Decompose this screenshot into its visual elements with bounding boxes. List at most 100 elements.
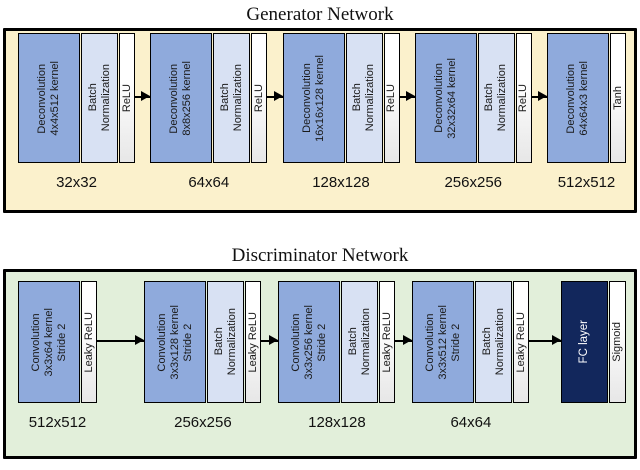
layer-label: Stride 2 bbox=[315, 323, 328, 361]
layer-label: Leaky ReLU bbox=[380, 311, 393, 373]
resolution-label: 128x128 bbox=[308, 414, 366, 431]
flow-arrow-icon bbox=[529, 335, 561, 346]
generator-title: Generator Network bbox=[246, 4, 394, 25]
flow-arrow-icon bbox=[399, 91, 416, 102]
layer-label: Convolution bbox=[289, 312, 302, 372]
leaky-relu-layer: Leaky ReLU bbox=[513, 281, 530, 403]
layer-label: Convolution bbox=[155, 312, 168, 372]
layer-label: Batch bbox=[212, 327, 225, 357]
layer-label: 8x8x256 kernel bbox=[181, 60, 194, 136]
leaky-relu-layer: Leaky ReLU bbox=[245, 281, 262, 403]
layer-label: Batch bbox=[351, 83, 363, 113]
layer-label: 16x16x128 kernel bbox=[313, 54, 326, 142]
layer-label: 64x64x3 kernel bbox=[578, 60, 590, 136]
layer-label: ReLU bbox=[385, 83, 397, 113]
layer-label: Normalization bbox=[493, 308, 506, 376]
resolution-label: 256x256 bbox=[174, 414, 232, 431]
discriminator-title: Discriminator Network bbox=[231, 245, 409, 266]
layer-label: Normalization bbox=[364, 64, 376, 132]
tanh-layer: Tanh bbox=[610, 33, 626, 163]
layer-label: 32x32x64 kernel bbox=[445, 57, 458, 139]
layer-label: 4x4x512 kernel bbox=[49, 60, 61, 136]
layer-label: Normalization bbox=[99, 64, 112, 132]
relu-layer: ReLU bbox=[119, 33, 135, 163]
layer-label: 3x3x64 kernel bbox=[42, 307, 55, 377]
resolution-label: 128x128 bbox=[312, 174, 370, 191]
flow-arrow-icon bbox=[531, 91, 548, 102]
layer-label: Stride 2 bbox=[55, 323, 68, 361]
flow-arrow-icon bbox=[135, 91, 151, 102]
flow-arrow-icon bbox=[97, 335, 145, 346]
leaky-relu-layer: Leaky ReLU bbox=[379, 281, 396, 403]
layer-label: ReLU bbox=[517, 83, 530, 113]
layer-label: Tanh bbox=[611, 86, 624, 110]
layer-label: 3x3x512 kernel bbox=[436, 304, 449, 380]
layer-label: Deconvolution bbox=[432, 63, 445, 133]
layer-label: Deconvolution bbox=[168, 63, 181, 133]
resolution-label: 256x256 bbox=[444, 174, 503, 191]
layer-label: Batch bbox=[346, 327, 359, 357]
resolution-label: 512x512 bbox=[28, 414, 87, 431]
resolution-label: 512x512 bbox=[557, 174, 616, 191]
resolution-label: 32x32 bbox=[56, 174, 97, 191]
layer-label: Deconvolution bbox=[36, 63, 48, 133]
layer-label: Normalization bbox=[225, 308, 238, 376]
discriminator-block-5: FC layer Sigmoid bbox=[561, 281, 626, 403]
layer-label: ReLU bbox=[252, 83, 265, 113]
layer-label: Convolution bbox=[29, 312, 42, 372]
section-spacer bbox=[0, 213, 640, 241]
layer-label: Batch bbox=[480, 327, 493, 357]
layer-label: Deconvolution bbox=[565, 63, 577, 133]
layer-label: 3x3x128 kernel bbox=[168, 304, 181, 380]
resolution-label: 64x64 bbox=[450, 414, 492, 431]
layer-label: Leaky ReLU bbox=[246, 311, 259, 373]
layer-label: Batch bbox=[218, 83, 231, 113]
layer-label: Leaky ReLU bbox=[82, 311, 95, 373]
layer-label: Deconvolution bbox=[300, 63, 313, 133]
layer-label: Leaky ReLU bbox=[514, 311, 527, 373]
resolution-label: 64x64 bbox=[188, 174, 230, 191]
flow-arrow-icon bbox=[261, 335, 279, 346]
layer-label: Normalization bbox=[496, 64, 509, 132]
layer-label: Normalization bbox=[359, 308, 372, 376]
leaky-relu-layer: Leaky ReLU bbox=[81, 281, 97, 403]
layer-label: Batch bbox=[483, 83, 496, 113]
sigmoid-layer: Sigmoid bbox=[609, 281, 626, 403]
layer-label: Sigmoid bbox=[611, 322, 623, 362]
layer-label: Convolution bbox=[423, 312, 436, 372]
relu-layer: ReLU bbox=[251, 33, 268, 163]
layer-label: ReLU bbox=[120, 83, 133, 113]
layer-label: 3x3x256 kernel bbox=[302, 304, 315, 380]
layer-label: FC layer bbox=[578, 320, 590, 364]
